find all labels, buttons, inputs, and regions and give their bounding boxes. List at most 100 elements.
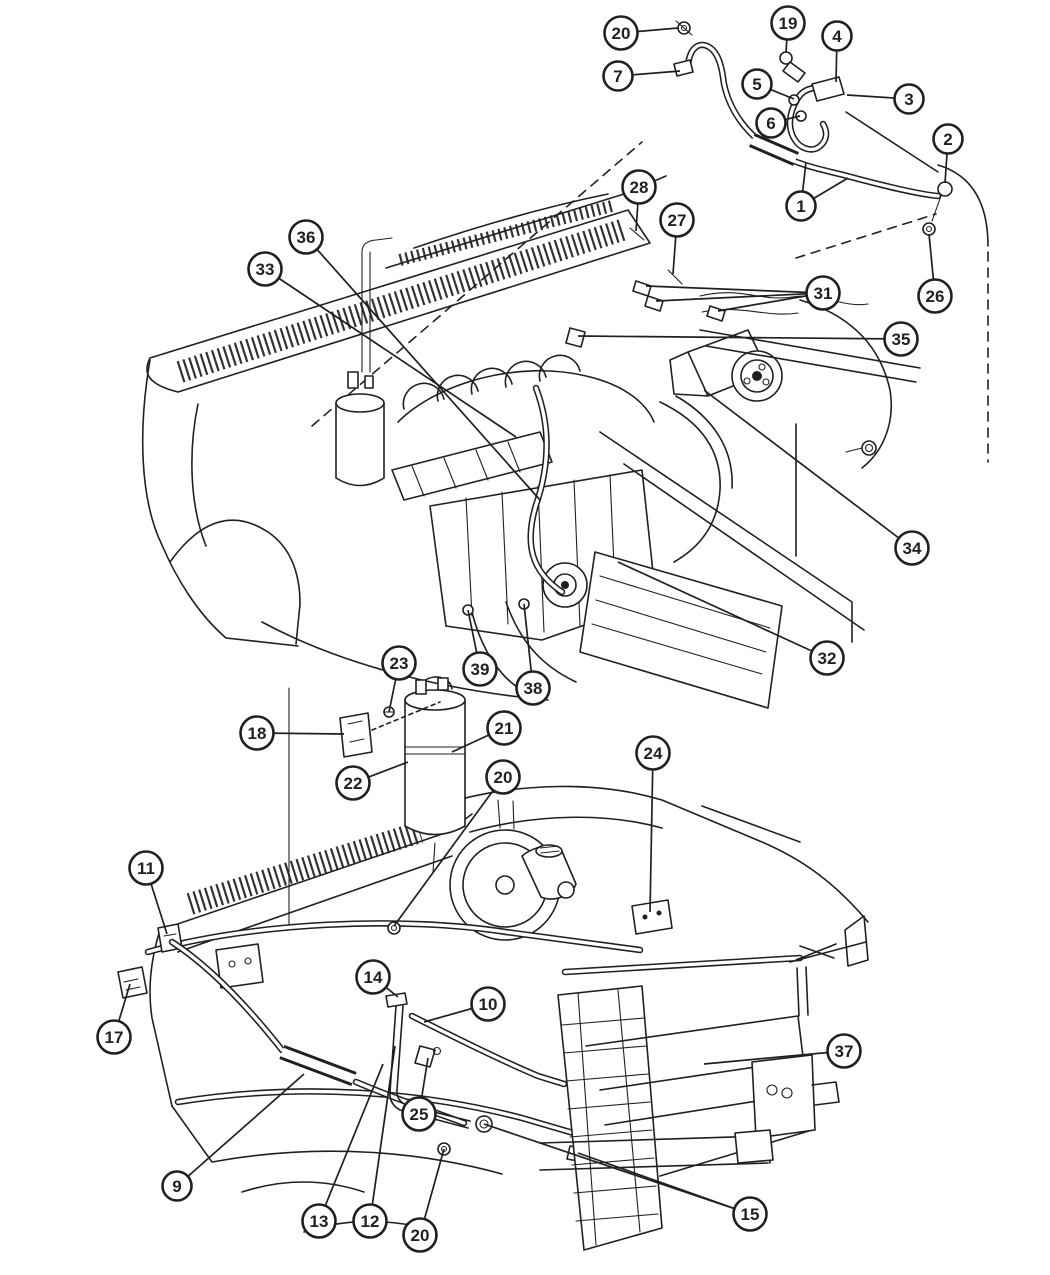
callout-13[interactable]: 13 <box>301 1203 337 1239</box>
callout-20[interactable]: 20 <box>485 759 521 795</box>
callout-19[interactable]: 19 <box>770 5 806 41</box>
callout-balloon[interactable] <box>659 202 695 238</box>
callout-9[interactable]: 9 <box>161 1170 193 1202</box>
callout-number: 5 <box>752 75 761 94</box>
callout-12[interactable]: 12 <box>352 1203 388 1239</box>
callout-balloon[interactable] <box>917 278 953 314</box>
callout-4[interactable]: 4 <box>821 20 853 52</box>
callout-balloon[interactable] <box>932 123 964 155</box>
callout-balloon[interactable] <box>239 715 275 751</box>
callout-balloon[interactable] <box>352 1203 388 1239</box>
callout-balloon[interactable] <box>603 15 639 51</box>
callout-balloon[interactable] <box>821 20 853 52</box>
callout-balloon[interactable] <box>770 5 806 41</box>
callout-number: 4 <box>832 27 842 46</box>
callout-7[interactable]: 7 <box>602 60 634 92</box>
callout-balloon[interactable] <box>809 640 845 676</box>
callout-26[interactable]: 26 <box>917 278 953 314</box>
callout-32[interactable]: 32 <box>809 640 845 676</box>
callout-balloon[interactable] <box>894 530 930 566</box>
callout-balloon[interactable] <box>805 275 841 311</box>
callout-38[interactable]: 38 <box>515 670 551 706</box>
callout-balloon[interactable] <box>96 1019 132 1055</box>
callout-17[interactable]: 17 <box>96 1019 132 1055</box>
callout-balloon[interactable] <box>355 959 391 995</box>
callout-number: 20 <box>494 768 513 787</box>
leader-line-36 <box>305 236 541 501</box>
leader-line-31 <box>645 285 824 294</box>
callout-25[interactable]: 25 <box>401 1096 437 1132</box>
callout-balloon[interactable] <box>486 710 522 746</box>
callout-number: 20 <box>411 1226 430 1245</box>
callout-1[interactable]: 1 <box>785 190 817 222</box>
callout-number: 25 <box>410 1105 429 1124</box>
ac-discharge-hose <box>684 41 942 200</box>
callout-balloon[interactable] <box>462 651 498 687</box>
callout-number: 38 <box>524 679 543 698</box>
callout-balloon[interactable] <box>785 190 817 222</box>
callout-number: 27 <box>668 211 687 230</box>
callout-11[interactable]: 11 <box>128 850 164 886</box>
callout-number: 13 <box>310 1212 329 1231</box>
callout-balloon[interactable] <box>602 60 634 92</box>
callout-balloon[interactable] <box>635 735 671 771</box>
callout-balloon[interactable] <box>402 1217 438 1253</box>
accumulator-drier <box>404 699 466 836</box>
callout-34[interactable]: 34 <box>894 530 930 566</box>
callout-21[interactable]: 21 <box>486 710 522 746</box>
callout-20[interactable]: 20 <box>402 1217 438 1253</box>
callout-balloon[interactable] <box>621 169 657 205</box>
callout-balloon[interactable] <box>128 850 164 886</box>
callout-number: 28 <box>630 178 649 197</box>
callout-35[interactable]: 35 <box>883 321 919 357</box>
callout-18[interactable]: 18 <box>239 715 275 751</box>
lower-view-art <box>117 676 869 1251</box>
callout-balloon[interactable] <box>893 83 925 115</box>
callout-balloon[interactable] <box>826 1033 862 1069</box>
callout-balloon[interactable] <box>732 1196 768 1232</box>
callout-balloon[interactable] <box>485 759 521 795</box>
leader-line-34 <box>703 389 913 549</box>
callout-balloon[interactable] <box>335 765 371 801</box>
callout-2[interactable]: 2 <box>932 123 964 155</box>
callout-number: 17 <box>105 1028 124 1047</box>
callout-20[interactable]: 20 <box>603 15 639 51</box>
callout-balloon[interactable] <box>883 321 919 357</box>
callout-33[interactable]: 33 <box>247 251 283 287</box>
callout-22[interactable]: 22 <box>335 765 371 801</box>
callout-14[interactable]: 14 <box>355 959 391 995</box>
callout-balloon[interactable] <box>755 107 787 139</box>
callout-6[interactable]: 6 <box>755 107 787 139</box>
callout-31[interactable]: 31 <box>805 275 841 311</box>
callout-24[interactable]: 24 <box>635 735 671 771</box>
callout-37[interactable]: 37 <box>826 1033 862 1069</box>
callout-number: 6 <box>766 114 775 133</box>
callout-3[interactable]: 3 <box>893 83 925 115</box>
callout-27[interactable]: 27 <box>659 202 695 238</box>
callout-balloon[interactable] <box>288 219 324 255</box>
callout-number: 36 <box>297 228 316 247</box>
callout-28[interactable]: 28 <box>621 169 657 205</box>
callout-number: 12 <box>361 1212 380 1231</box>
callout-10[interactable]: 10 <box>470 986 506 1022</box>
callout-23[interactable]: 23 <box>381 645 417 681</box>
callout-36[interactable]: 36 <box>288 219 324 255</box>
callout-5[interactable]: 5 <box>741 68 773 100</box>
callout-balloon[interactable] <box>381 645 417 681</box>
callout-balloon[interactable] <box>247 251 283 287</box>
cowl-vent-hatching <box>176 219 626 383</box>
callout-balloon[interactable] <box>401 1096 437 1132</box>
callout-15[interactable]: 15 <box>732 1196 768 1232</box>
callout-balloon[interactable] <box>470 986 506 1022</box>
callout-39[interactable]: 39 <box>462 651 498 687</box>
callout-balloon[interactable] <box>301 1203 337 1239</box>
callout-number: 34 <box>903 539 922 558</box>
callout-balloon[interactable] <box>161 1170 193 1202</box>
callout-number: 31 <box>814 284 833 303</box>
callout-balloon[interactable] <box>515 670 551 706</box>
leader-line-24 <box>649 752 654 913</box>
callout-balloon[interactable] <box>741 68 773 100</box>
